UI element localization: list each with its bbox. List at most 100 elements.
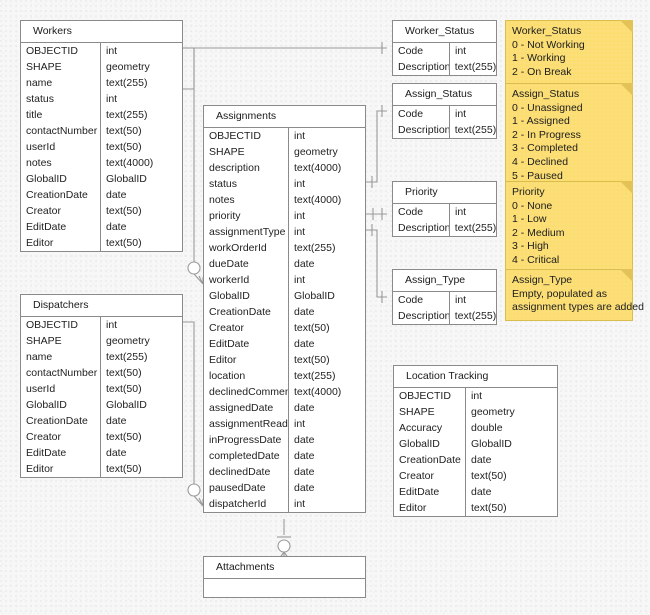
note-line: 0 - Not Working (512, 38, 585, 51)
note-line: 2 - In Progress (512, 128, 581, 141)
field-type: text(50) (106, 431, 142, 443)
field-type: int (106, 45, 118, 57)
field-type: text(4000) (294, 162, 342, 174)
entity-attachments[interactable]: Attachments (203, 556, 366, 598)
field-name: Creator (394, 468, 466, 484)
field-name: Editor (394, 500, 466, 516)
field-name: workOrderId (204, 240, 289, 256)
field-type: date (106, 189, 127, 201)
field-name: name (21, 75, 101, 91)
field-type: geometry (471, 406, 515, 418)
field-type: text(50) (106, 383, 142, 395)
field-type: text(255) (106, 109, 148, 121)
field-type: GlobalID (106, 399, 147, 411)
note-fold-corner-icon (620, 181, 633, 194)
field-type: text(50) (106, 463, 142, 475)
entity-title-priority: Priority (393, 182, 496, 204)
field-type: int (294, 226, 306, 238)
field-name: declinedComment (204, 384, 289, 400)
field-row: SHAPE geometry (204, 144, 365, 160)
field-name: Creator (21, 203, 101, 219)
note-line: 2 - On Break (512, 65, 572, 78)
field-type: int (294, 210, 306, 222)
connector-dispatchers-assignments (183, 321, 204, 507)
field-name: SHAPE (204, 144, 289, 160)
connector-workers-worker-status (183, 42, 387, 90)
field-name: OBJECTID (204, 128, 289, 144)
field-type: text(50) (471, 502, 507, 514)
field-name: CreationDate (204, 304, 289, 320)
field-type: text(50) (294, 354, 330, 366)
field-type: date (106, 447, 127, 459)
entity-fields-attachments (204, 579, 365, 597)
field-row: Editor text(50) (204, 352, 365, 368)
field-type: GlobalID (294, 290, 335, 302)
field-name: Editor (21, 461, 101, 477)
field-name: CreationDate (394, 452, 466, 468)
field-type: GlobalID (471, 438, 512, 450)
field-name: Editor (204, 352, 289, 368)
field-type: text(255) (454, 124, 496, 136)
field-name: contactNumber (21, 365, 101, 381)
entity-title-attachments: Attachments (204, 557, 365, 579)
field-type: text(255) (454, 222, 496, 234)
field-name: EditDate (21, 219, 101, 235)
field-row: Editor text(50) (394, 500, 557, 516)
field-type: date (106, 415, 127, 427)
field-row: workOrderId text(255) (204, 240, 365, 256)
field-type: int (294, 178, 306, 190)
connector-assignments-assign-type (366, 224, 387, 303)
field-type: date (294, 338, 315, 350)
field-type: geometry (294, 146, 338, 158)
field-name: userId (21, 139, 101, 155)
field-row: Editor text(50) (21, 461, 182, 477)
note-line: 1 - Assigned (512, 115, 570, 128)
field-type: text(255) (106, 351, 148, 363)
field-row: OBJECTID int (204, 128, 365, 144)
note-line: assignment types are added (512, 301, 644, 314)
field-name: OBJECTID (394, 388, 466, 404)
field-type: geometry (106, 335, 150, 347)
field-name: Description (393, 59, 450, 75)
field-type: int (294, 130, 306, 142)
field-type: text(255) (294, 242, 336, 254)
field-type: date (294, 482, 315, 494)
